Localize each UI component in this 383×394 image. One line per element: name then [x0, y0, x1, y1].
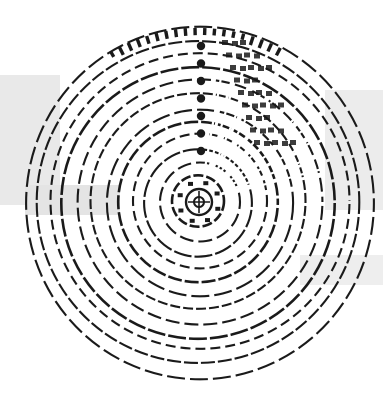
arc-glyph	[183, 28, 187, 36]
label-glyph	[242, 103, 248, 108]
hub-mark	[215, 207, 220, 211]
label-glyph	[266, 65, 272, 70]
label-glyph	[260, 103, 266, 108]
label-glyph	[258, 66, 264, 71]
label-glyph	[246, 115, 252, 120]
ring-marker	[197, 112, 205, 120]
label-glyph	[256, 90, 262, 95]
label-glyph	[278, 129, 284, 134]
hub-mark	[190, 219, 195, 223]
label-glyph	[240, 66, 246, 71]
label-glyph	[232, 41, 238, 46]
hub-mark	[215, 192, 220, 196]
hub-mark	[203, 181, 208, 185]
label-glyph	[256, 116, 262, 121]
hub-mark	[178, 209, 183, 213]
label-glyph	[250, 128, 256, 133]
ring-marker	[197, 42, 205, 50]
arc-glyph	[203, 28, 207, 35]
label-glyph	[254, 54, 260, 59]
ring-marker	[197, 147, 205, 155]
label-glyph	[240, 40, 246, 45]
ring-marker	[197, 77, 205, 85]
label-glyph	[244, 79, 250, 84]
label-glyph	[252, 104, 258, 109]
label-glyph	[268, 128, 274, 133]
label-glyph	[282, 141, 288, 146]
label-glyph	[248, 91, 254, 96]
ring-marker	[197, 129, 205, 137]
label-glyph	[238, 90, 244, 95]
label-glyph	[290, 140, 296, 145]
label-glyph	[252, 78, 258, 83]
ring-marker	[197, 94, 205, 102]
ring-marker	[197, 59, 205, 67]
label-glyph	[264, 141, 270, 146]
label-glyph	[226, 53, 232, 58]
label-glyph	[236, 54, 242, 59]
label-glyph	[248, 65, 254, 70]
hub-mark	[188, 182, 193, 186]
label-glyph	[270, 104, 276, 109]
label-glyph	[264, 115, 270, 120]
label-glyph	[272, 140, 278, 145]
label-glyph	[244, 53, 250, 58]
label-glyph	[260, 129, 266, 134]
arc-glyph	[193, 28, 197, 35]
arc-glyph	[212, 29, 216, 36]
label-glyph	[278, 103, 284, 108]
label-glyph	[266, 91, 272, 96]
hub-mark	[205, 218, 210, 222]
label-glyph	[230, 65, 236, 70]
label-glyph	[222, 40, 228, 45]
label-glyph	[254, 140, 260, 145]
hub-mark	[178, 193, 183, 197]
label-glyph	[234, 78, 240, 83]
